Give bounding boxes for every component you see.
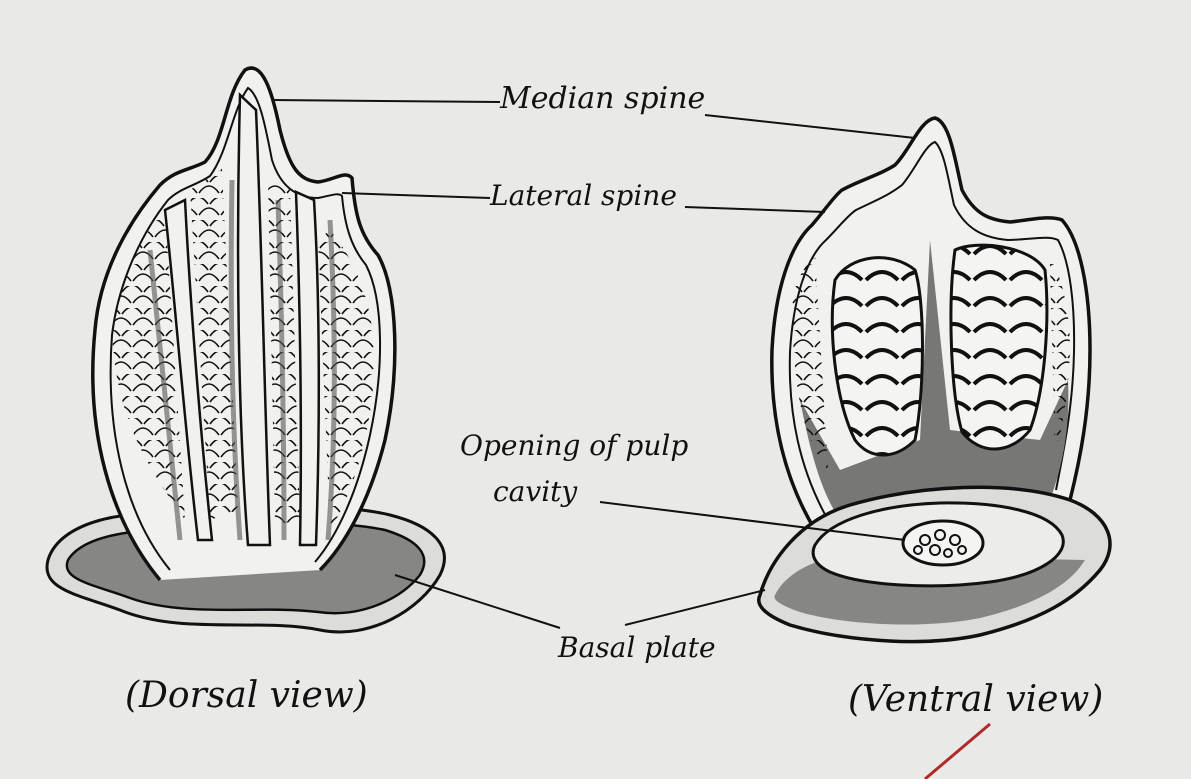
red-annotation-mark [925, 724, 990, 779]
leader-lateral-left [342, 193, 490, 198]
label-dorsal-view: (Dorsal view) [125, 678, 368, 714]
label-lateral-spine: Lateral spine [490, 182, 677, 210]
label-ventral-view: (Ventral view) [848, 682, 1103, 718]
ventral-view-figure [759, 118, 1110, 642]
pulp-cavity-opening [903, 521, 983, 565]
label-median-spine: Median spine [500, 84, 705, 114]
leader-median-left [272, 100, 500, 102]
leader-lateral-right [685, 207, 825, 212]
label-pulp-line-1: Opening of pulp [460, 432, 688, 460]
label-basal-plate: Basal plate [558, 634, 716, 662]
leader-median-right [705, 115, 915, 138]
dorsal-view-figure [47, 68, 444, 632]
label-pulp-line-2: cavity [493, 478, 577, 506]
leader-basal-right [625, 590, 765, 625]
